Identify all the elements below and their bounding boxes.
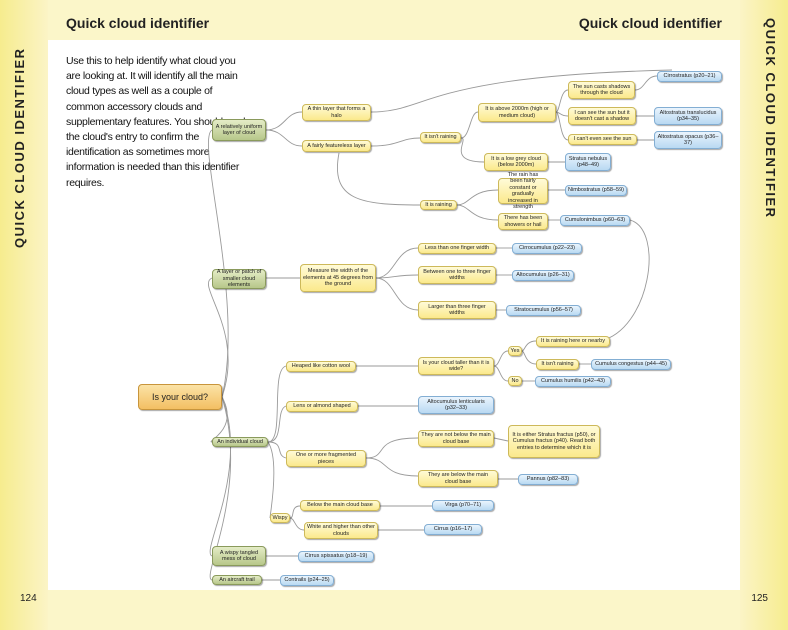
result-altostratus-opacus[interactable]: Altostratus opacus (p36–37)	[654, 131, 722, 149]
intro-text: Use this to help identify what cloud you…	[66, 55, 246, 189]
result-stratocumulus[interactable]: Stratocumulus (p56–57)	[506, 305, 581, 316]
node-raining-near: It is raining here or nearby	[536, 336, 610, 347]
result-cumulus-humilis[interactable]: Cumulus humilis (p42–43)	[535, 376, 611, 387]
node-below-base: They are below the main cloud base	[418, 470, 498, 487]
result-stratus-nebulus[interactable]: Stratus nebulus (p48–49)	[565, 153, 611, 171]
category-aircraft-trail: An aircraft trail	[212, 575, 262, 585]
category-layer-patch: A layer or patch of smaller cloud elemen…	[212, 269, 266, 289]
node-yes: Yes	[508, 346, 522, 356]
node-wispy: Wispy	[270, 513, 290, 523]
node-white-higher: White and higher than other clouds	[304, 522, 378, 539]
node-ragged: One or more fragmented pieces	[286, 450, 366, 467]
result-altocumulus-lenticularis[interactable]: Altocumulus lenticularis (p32–33)	[418, 396, 494, 414]
node-measure: Measure the width of the elements at 45 …	[300, 264, 376, 292]
node-not-below-base: They are not below the main cloud base	[418, 430, 494, 447]
node-cant-see-sun: I can't even see the sun	[568, 134, 637, 145]
result-cirrus-spissatus[interactable]: Cirrus spissatus (p18–19)	[298, 551, 374, 562]
result-contrails[interactable]: Contrails (p24–25)	[280, 575, 334, 586]
node-above-2000: It is above 2000m (high or medium cloud)	[478, 103, 556, 122]
page-number-left: 124	[20, 593, 37, 604]
node-no: No	[508, 376, 522, 386]
result-cirrocumulus[interactable]: Cirrocumulus (p22–23)	[512, 243, 582, 254]
diagram-panel	[48, 40, 740, 590]
root-node: Is your cloud?	[138, 384, 222, 410]
result-cirrostratus[interactable]: Cirrostratus (p20–21)	[657, 71, 722, 82]
result-cirrus[interactable]: Cirrus (p16–17)	[424, 524, 482, 535]
page-number-right: 125	[751, 593, 768, 604]
result-altostratus-translucidus[interactable]: Altostratus translucidus (p34–35)	[654, 107, 722, 125]
node-rain-fairly: The rain has been fairly constant or gra…	[498, 172, 548, 210]
result-nimbostratus[interactable]: Nimbostratus (p58–59)	[565, 185, 627, 196]
node-low-grey: It is a low grey cloud (below 2000m)	[484, 153, 548, 171]
page-edge-right	[740, 0, 788, 630]
node-isnt-raining-2: It isn't raining	[536, 359, 579, 370]
node-thin-layer: A thin layer that forms a halo	[302, 104, 371, 121]
node-below-main: Below the main cloud base	[300, 500, 380, 511]
node-less-one-finger: Less than one finger width	[418, 243, 496, 254]
node-taller-than-wide: Is your cloud taller than it is wide?	[418, 357, 494, 375]
category-uniform-layer: A relatively uniform layer of cloud	[212, 119, 266, 141]
node-is-raining: It is raining	[420, 200, 457, 210]
category-individual: An individual cloud	[212, 437, 268, 447]
result-virga[interactable]: Virga (p70–71)	[432, 500, 494, 511]
page-edge-left	[0, 0, 48, 630]
node-between-fingers: Between one to three finger widths	[418, 266, 496, 284]
result-pannus[interactable]: Pannus (p82–83)	[518, 474, 578, 485]
node-larger-fingers: Larger than three finger widths	[418, 301, 496, 319]
header-left: Quick cloud identifier	[66, 15, 210, 31]
node-showers: There has been showers or hail	[498, 213, 548, 230]
result-cumulus-congestus[interactable]: Cumulus congestus (p44–45)	[591, 359, 671, 370]
node-heaped: Heaped like cotton wool	[286, 361, 356, 372]
result-altocumulus[interactable]: Altocumulus (p26–31)	[512, 270, 574, 281]
node-sun-casts: The sun casts shadows through the cloud	[568, 81, 635, 99]
node-either-stratus: It is either Stratus fractus (p50), or C…	[508, 425, 600, 458]
node-featureless: A fairly featureless layer	[302, 140, 371, 152]
node-sun-no-shadow: I can see the sun but it doesn't cast a …	[568, 107, 636, 125]
header-right: Quick cloud identifier	[578, 15, 722, 31]
node-lens: Lens or almond shaped	[286, 401, 358, 412]
category-wispy-tangled: A wispy tangled mess of cloud	[212, 546, 266, 566]
node-isnt-raining: It isn't raining	[420, 132, 461, 143]
result-cumulonimbus[interactable]: Cumulonimbus (p60–63)	[560, 215, 630, 226]
